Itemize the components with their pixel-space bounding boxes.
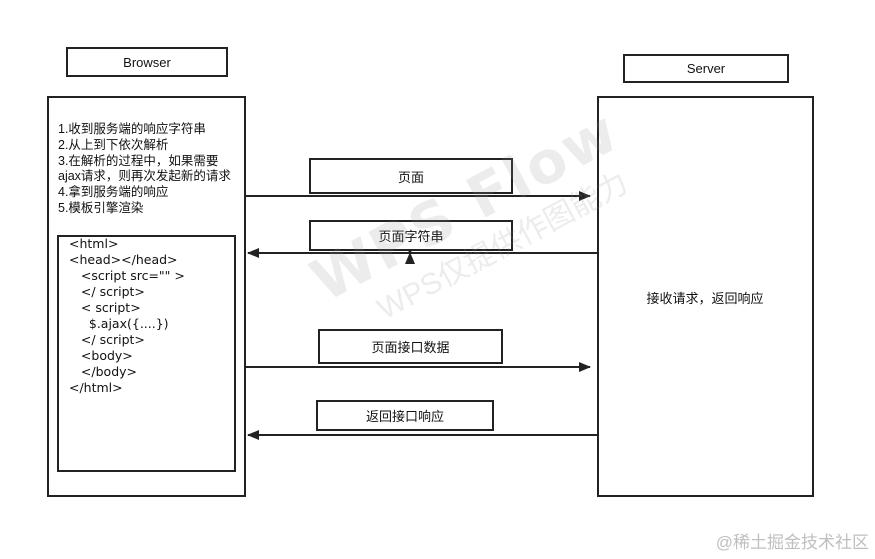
code-box [57,235,236,472]
step-2: 2.从上到下依次解析 [58,137,169,152]
code-line: </body> [69,364,137,379]
message-box-3: 页面接口数据 [318,329,503,364]
browser-title: Browser [123,54,171,70]
server-title-box: Server [623,54,789,83]
message-label-3: 页面接口数据 [371,340,450,355]
message-label-2: 页面字符串 [378,229,444,244]
server-title: Server [686,61,726,76]
code-line: </html> [69,380,123,395]
code-line: <body> [69,348,133,363]
server-text: 接收请求，返回响应 [646,291,764,306]
step-1: 1.收到服务端的响应字符串 [58,122,206,136]
code-line: </ script> [69,284,145,299]
code-line: <script src="" > [69,268,185,283]
code-line: <head></head> [69,252,178,267]
step-3: 3.在解析的过程中，如果需要ajax请求，则再次发起新的请求 [58,153,231,184]
message-box-1: 页面 [309,158,513,194]
message-label-1: 页面 [397,169,424,185]
code-line: < script> [69,300,141,315]
server-box [597,96,814,497]
message-label-4: 返回接口响应 [365,409,444,424]
step-5: 5.模板引擎渲染 [58,200,144,215]
credit-text: @稀土掘金技术社区 [715,533,869,552]
code-line: $.ajax({....}) [69,316,169,331]
message-box-2: 页面字符串 [309,220,513,251]
code-listing: <html> <head></head> <script src="" > </… [69,236,185,396]
browser-steps: 1.收到服务端的响应字符串 2.从上到下依次解析 3.在解析的过程中，如果需要a… [58,122,240,217]
code-line: </ script> [69,332,145,347]
browser-title-box: Browser [66,47,228,77]
code-line: <html> [69,236,119,251]
message-box-4: 返回接口响应 [316,400,494,431]
arrow-up-head [405,252,415,264]
step-4: 4.拿到服务端的响应 [58,185,169,200]
